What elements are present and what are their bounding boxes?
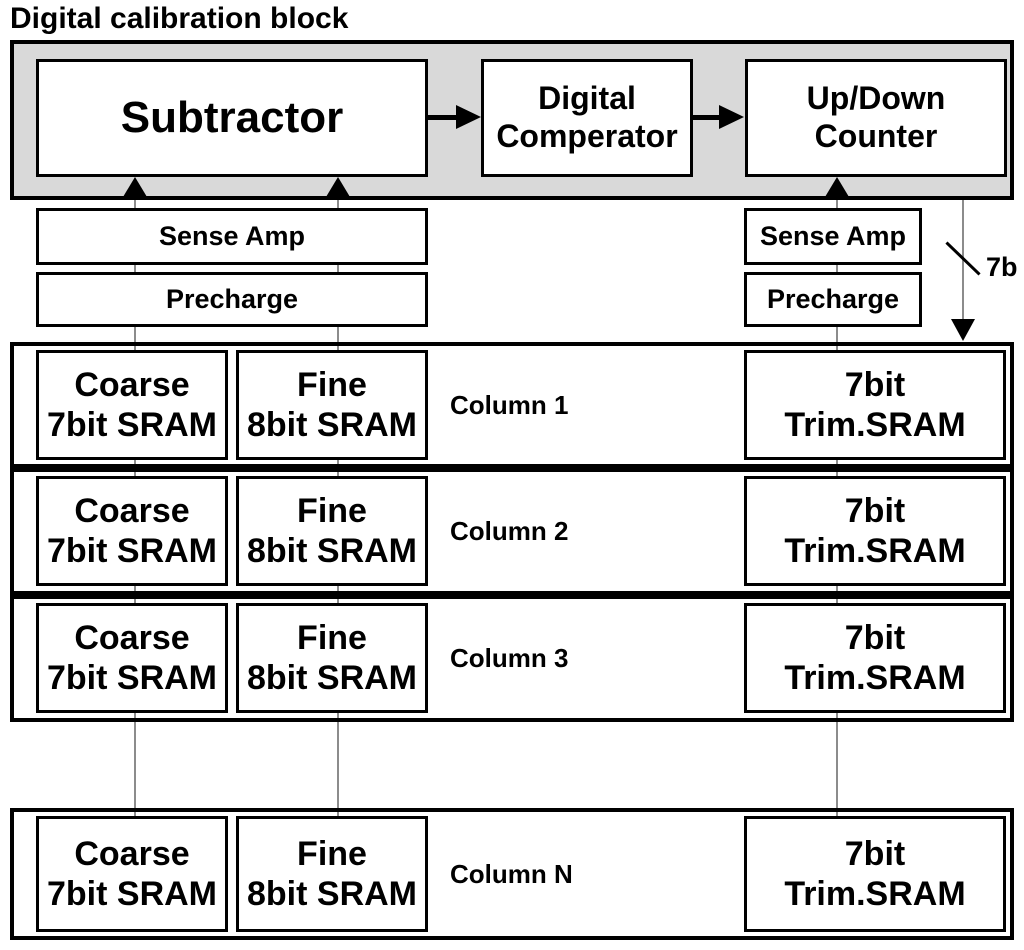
fine-sram-label: Fine bbox=[297, 491, 367, 530]
column-row-3: Coarse 7bit SRAM Fine 8bit SRAM Column 3… bbox=[10, 595, 1014, 722]
arrow-down-icon bbox=[951, 319, 975, 341]
coarse-sram-box: Coarse 7bit SRAM bbox=[36, 603, 228, 713]
column-row-n: Coarse 7bit SRAM Fine 8bit SRAM Column N… bbox=[10, 808, 1014, 940]
trim-sram-label: 7bit bbox=[844, 365, 906, 404]
sense-amp-right-label: Sense Amp bbox=[759, 220, 907, 251]
trim-sram-label: Trim.SRAM bbox=[784, 659, 966, 697]
trim-sram-label: 7bit bbox=[844, 834, 906, 873]
trim-sram-box: 7bit Trim.SRAM bbox=[744, 816, 1006, 932]
updown-counter-box: Up/Down Counter bbox=[745, 59, 1007, 177]
column-row-label: Column 3 bbox=[450, 643, 569, 673]
coarse-sram-label: Coarse bbox=[74, 834, 190, 873]
arrow-up-icon bbox=[326, 177, 350, 197]
coarse-sram-label: Coarse bbox=[74, 365, 190, 404]
comparator-label-line2: Comperator bbox=[496, 118, 678, 154]
subtractor-label: Subtractor bbox=[120, 93, 344, 143]
trim-sram-label: Trim.SRAM bbox=[784, 875, 966, 913]
sense-amp-right-box: Sense Amp bbox=[744, 208, 922, 265]
coarse-sram-label: 7bit SRAM bbox=[47, 659, 217, 697]
trim-sram-label: 7bit bbox=[844, 618, 906, 657]
counter-label-line2: Counter bbox=[814, 118, 938, 154]
coarse-sram-label: Coarse bbox=[74, 618, 190, 657]
arrow-right-icon bbox=[719, 105, 744, 129]
trim-sram-box: 7bit Trim.SRAM bbox=[744, 603, 1006, 713]
precharge-left-label: Precharge bbox=[165, 283, 299, 314]
digital-comparator-box: Digital Comperator bbox=[481, 59, 693, 177]
trim-sram-label: 7bit bbox=[844, 491, 906, 530]
coarse-sram-label: Coarse bbox=[74, 491, 190, 530]
fine-sram-box: Fine 8bit SRAM bbox=[236, 350, 428, 460]
precharge-right-label: Precharge bbox=[766, 283, 900, 314]
trim-sram-label: Trim.SRAM bbox=[784, 406, 966, 444]
fine-sram-box: Fine 8bit SRAM bbox=[236, 603, 428, 713]
fine-sram-box: Fine 8bit SRAM bbox=[236, 476, 428, 586]
bus-width-label: 7b bbox=[986, 252, 1018, 282]
precharge-right-box: Precharge bbox=[744, 272, 922, 327]
diagram-title: Digital calibration block bbox=[10, 2, 349, 35]
fine-sram-box: Fine 8bit SRAM bbox=[236, 816, 428, 932]
coarse-sram-box: Coarse 7bit SRAM bbox=[36, 350, 228, 460]
column-row-label: Column N bbox=[450, 858, 573, 889]
coarse-sram-box: Coarse 7bit SRAM bbox=[36, 816, 228, 932]
fine-sram-label: Fine bbox=[297, 365, 367, 404]
trim-sram-box: 7bit Trim.SRAM bbox=[744, 476, 1006, 586]
sense-amp-left-label: Sense Amp bbox=[158, 220, 306, 251]
counter-label-line1: Up/Down bbox=[806, 80, 946, 117]
arrow-right-icon bbox=[456, 105, 481, 129]
arrow-up-icon bbox=[825, 177, 849, 197]
trim-sram-box: 7bit Trim.SRAM bbox=[744, 350, 1006, 460]
fine-sram-label: 8bit SRAM bbox=[247, 875, 417, 913]
subtractor-box: Subtractor bbox=[36, 59, 428, 177]
fine-sram-label: 8bit SRAM bbox=[247, 532, 417, 570]
coarse-sram-label: 7bit SRAM bbox=[47, 875, 217, 913]
column-row-1: Coarse 7bit SRAM Fine 8bit SRAM Column 1… bbox=[10, 342, 1014, 468]
column-row-label: Column 1 bbox=[450, 389, 569, 420]
fine-sram-label: Fine bbox=[297, 834, 367, 873]
arrow-up-icon bbox=[123, 177, 147, 197]
trim-sram-label: Trim.SRAM bbox=[784, 532, 966, 570]
fine-sram-label: Fine bbox=[297, 618, 367, 657]
fine-sram-label: 8bit SRAM bbox=[247, 406, 417, 444]
arrow-line-comparator-counter bbox=[693, 115, 720, 120]
comparator-label-line1: Digital bbox=[538, 80, 636, 117]
coarse-sram-box: Coarse 7bit SRAM bbox=[36, 476, 228, 586]
coarse-sram-label: 7bit SRAM bbox=[47, 532, 217, 570]
column-row-label: Column 2 bbox=[450, 516, 569, 546]
bus-line-7b bbox=[962, 177, 964, 319]
arrow-line-subtractor-comparator bbox=[425, 115, 457, 120]
column-row-2: Coarse 7bit SRAM Fine 8bit SRAM Column 2… bbox=[10, 468, 1014, 595]
precharge-left-box: Precharge bbox=[36, 272, 428, 327]
sense-amp-left-box: Sense Amp bbox=[36, 208, 428, 265]
fine-sram-label: 8bit SRAM bbox=[247, 659, 417, 697]
coarse-sram-label: 7bit SRAM bbox=[47, 406, 217, 444]
